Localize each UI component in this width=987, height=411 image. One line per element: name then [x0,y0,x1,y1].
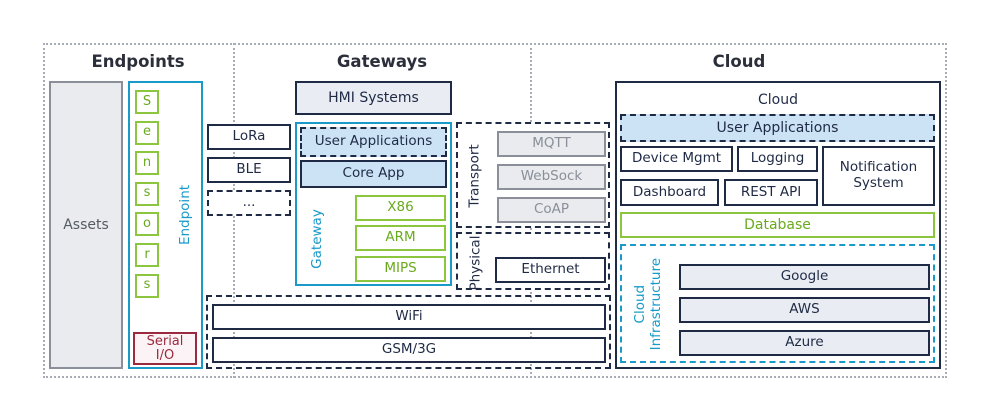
heading-endpoints: Endpoints [91,52,185,71]
google-box: Google [679,264,930,290]
endpoint-label: Endpoint [177,184,193,246]
azure-box: Azure [679,330,930,356]
aws-box: AWS [679,297,930,323]
more-box: ... [207,190,291,216]
heading-gateways: Gateways [336,52,428,71]
gateway-user-apps-box: User Applications [300,127,447,157]
notification-system-box: Notification System [822,146,935,206]
arch-x86-box: X86 [355,195,446,221]
cloud-title: Cloud [758,92,798,108]
serial-io-box: Serial I/O [133,332,197,365]
cloud-infrastructure-label: Cloud Infrastructure [631,257,664,351]
device-mgmt-box: Device Mgmt [620,146,733,172]
sensor-letter-box: s [135,273,159,298]
arch-arm-box: ARM [355,225,446,251]
transport-label: Transport [467,144,484,208]
core-app-box: Core App [300,160,447,188]
heading-cloud: Cloud [712,52,766,71]
sensor-letter-box: S [135,90,159,114]
websock-box: WebSock [497,164,606,190]
arch-mips-box: MIPS [355,256,446,282]
sensor-letter-box: r [135,243,159,267]
radio-group [206,295,611,369]
gateway-label: Gateway [309,209,326,269]
sensor-letter-box: n [135,151,159,176]
logging-box: Logging [737,146,818,172]
ethernet-box: Ethernet [495,257,606,283]
sensor-letter-box: s [135,181,159,206]
lora-box: LoRa [207,124,291,150]
ble-box: BLE [207,157,291,183]
assets-box: Assets [49,81,123,369]
outer-frame [43,43,947,378]
database-box: Database [620,212,935,238]
coap-box: CoAP [497,197,606,223]
sensor-letter-box: o [135,212,159,237]
dashboard-box: Dashboard [620,179,719,206]
mqtt-box: MQTT [497,131,606,157]
rest-api-box: REST API [724,179,818,206]
cloud-user-apps-box: User Applications [620,114,935,142]
gsm-box: GSM/3G [212,337,606,363]
sensor-letter-box: e [135,120,159,145]
wifi-box: WiFi [212,304,606,330]
hmi-systems-box: HMI Systems [295,81,452,115]
physical-label: Physical [467,235,484,291]
